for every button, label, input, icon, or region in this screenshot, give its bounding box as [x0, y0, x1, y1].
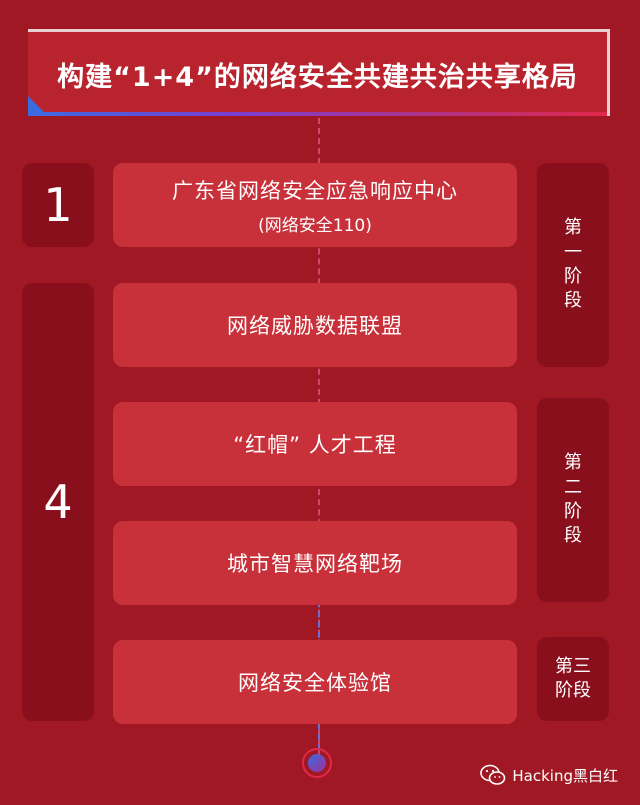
title-gradient-line — [28, 112, 607, 116]
footer-account-name: Hacking黑白红 — [512, 766, 618, 785]
wechat-icon — [480, 764, 506, 785]
item-emergency-center-label: 广东省网络安全应急响应中心 — [172, 178, 458, 203]
footer-account: Hacking黑白红 — [480, 764, 618, 786]
item-cyber-range: 城市智慧网络靶场 — [113, 521, 517, 605]
item-red-hat-talent: “红帽” 人才工程 — [113, 402, 517, 486]
item-experience-hall: 网络安全体验馆 — [113, 640, 517, 724]
item-threat-data-alliance-label: 网络威胁数据联盟 — [227, 314, 403, 338]
stage-two-box: 第二阶段 — [537, 398, 609, 602]
number-four-box: 4 — [22, 283, 94, 721]
number-four: 4 — [43, 475, 73, 529]
stage-one-label: 第一阶段 — [564, 217, 582, 312]
timeline-end-dot — [302, 748, 332, 778]
title-corner-accent — [28, 96, 48, 116]
stage-three-box: 第三阶段 — [537, 637, 609, 721]
item-emergency-center-sub: (网络安全110) — [258, 215, 372, 236]
item-threat-data-alliance: 网络威胁数据联盟 — [113, 283, 517, 367]
item-red-hat-talent-label: “红帽” 人才工程 — [233, 433, 397, 457]
number-one-box: 1 — [22, 163, 94, 247]
stage-two-label: 第二阶段 — [564, 452, 582, 547]
page-title: 构建“1+4”的网络安全共建共治共享格局 — [57, 61, 578, 93]
item-cyber-range-label: 城市智慧网络靶场 — [227, 552, 403, 576]
stage-one-box: 第一阶段 — [537, 163, 609, 367]
item-emergency-center: 广东省网络安全应急响应中心 (网络安全110) — [113, 163, 517, 247]
title-banner: 构建“1+4”的网络安全共建共治共享格局 — [28, 29, 610, 116]
stage-three-label: 第三阶段 — [555, 655, 591, 701]
timeline-end-dot-inner — [308, 754, 326, 772]
number-one: 1 — [43, 178, 73, 232]
item-experience-hall-label: 网络安全体验馆 — [238, 671, 392, 695]
